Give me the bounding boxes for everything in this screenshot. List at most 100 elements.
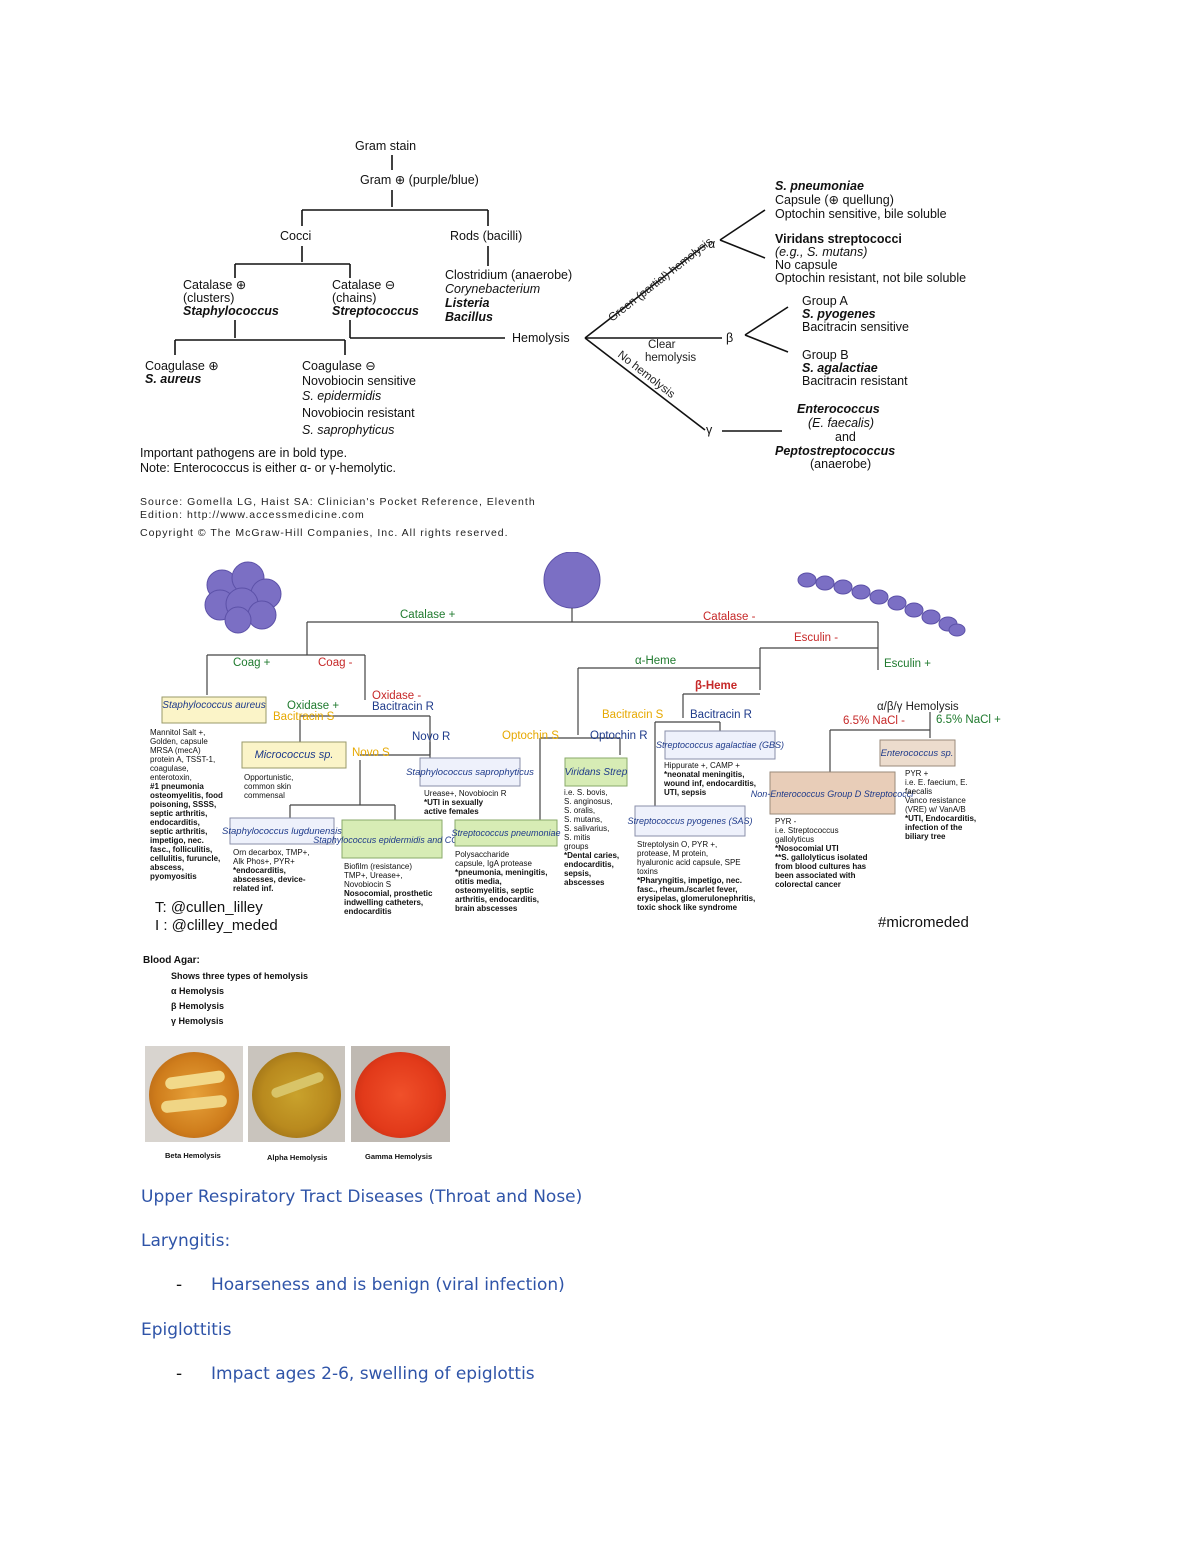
novobiocin-sensitive: Novobiocin sensitive	[302, 374, 416, 388]
pyo-note: *Pharyngitis, impetigo, nec.	[637, 876, 742, 885]
viridans-note: groups	[564, 842, 588, 851]
lug-note: Orn decarbox, TMP+,	[233, 848, 310, 857]
laryngitis-bullet: Hoarseness and is benign (viral infectio…	[211, 1275, 565, 1295]
nonentero-note: from blood cultures has	[775, 862, 867, 871]
aureus-note: septic arthritis,	[150, 809, 207, 818]
lug-notes: Orn decarbox, TMP+, Alk Phos+, PYR+ *end…	[233, 848, 310, 893]
pneu-note: arthritis, endocarditis,	[455, 895, 539, 904]
pneu-note: capsule, IgA protease	[455, 859, 532, 868]
entero-note: faecalis	[905, 787, 932, 796]
pyo-note: toxins	[637, 867, 658, 876]
entero-note: (VRE) w/ VanA/B	[905, 805, 966, 814]
optochin-s: Optochin S	[502, 730, 559, 742]
micro-note: commensal	[244, 791, 285, 800]
gamma-symbol: γ	[706, 423, 713, 437]
viridans-note: S. salivarius,	[564, 824, 609, 833]
oxidase-minus: Oxidase -	[372, 690, 421, 702]
strep-agal-label: Streptococcus agalactiae (GBS)	[656, 740, 784, 750]
strep-pneu-box	[454, 819, 558, 847]
peptostreptococcus-label: Peptostreptococcus	[775, 444, 895, 458]
e-faecalis-label: (E. faecalis)	[808, 416, 874, 430]
epi-note: Novobiocin S	[344, 880, 391, 889]
aureus-note: Golden, capsule	[150, 737, 208, 746]
gram-positive-label: Gram ⊕ (purple/blue)	[360, 173, 479, 187]
coag-plus: Coag +	[233, 657, 271, 669]
nonentero-note: **S. gallolyticus isolated	[775, 853, 868, 862]
agal-notes: Hippurate +, CAMP + *neonatal meningitis…	[663, 761, 756, 797]
aureus-note: protein A, TSST-1,	[150, 755, 215, 764]
entero-note: *UTI, Endocarditis,	[905, 814, 976, 823]
hemolysis-abg: α/β/γ Hemolysis	[877, 701, 959, 713]
epi-note: endocarditis	[344, 907, 392, 916]
pneu-note: brain abscesses	[455, 904, 518, 913]
staph-sapro-box	[419, 757, 521, 787]
blood-agar-line-3: β Hemolysis	[171, 1001, 225, 1011]
aureus-note: endocarditis,	[150, 818, 200, 827]
s-epidermidis-label: S. epidermidis	[302, 389, 381, 403]
esculin-plus: Esculin +	[884, 658, 931, 670]
agar-photos	[145, 1046, 450, 1142]
micrococcus-label: Micrococcus sp.	[255, 749, 334, 761]
pyo-note: erysipelas, glomerulonephritis,	[637, 894, 755, 903]
pyo-note: fasc., rheum./scarlet fever,	[637, 885, 738, 894]
group-b-label: Group B	[802, 348, 849, 362]
pyo-notes: Streptolysin O, PYR +, protease, M prote…	[637, 840, 755, 912]
enterococcus-box	[879, 739, 956, 767]
optochin-resistant: Optochin resistant, not bile soluble	[775, 271, 966, 285]
staph-cluster-icon	[204, 561, 282, 634]
coagulase-positive: Coagulase ⊕	[145, 359, 219, 373]
blood-agar-line-4: γ Hemolysis	[171, 1016, 224, 1026]
viridans-note: S. anginosus,	[564, 797, 612, 806]
gram-positive-id-flowchart: Catalase + Catalase - Coag + Coag - Oxid…	[150, 552, 1001, 934]
blood-agar-line-2: α Hemolysis	[171, 986, 225, 996]
agal-note: *neonatal meningitis,	[664, 770, 744, 779]
blood-agar-section: Blood Agar: Shows three types of hemolys…	[143, 955, 308, 1026]
aureus-note: Mannitol Salt +,	[150, 728, 205, 737]
lug-note: related inf.	[233, 884, 273, 893]
nonentero-note: *Nosocomial UTI	[775, 844, 839, 853]
s-pyogenes-label: S. pyogenes	[802, 307, 876, 321]
urt-heading: Upper Respiratory Tract Diseases (Throat…	[141, 1187, 583, 1207]
important-pathogens-note: Important pathogens are in bold type.	[140, 446, 347, 460]
laryngitis-dash: -	[176, 1275, 183, 1295]
nacl-positive: 6.5% NaCl +	[936, 714, 1001, 726]
viridans-note: abscesses	[564, 878, 605, 887]
beta-hemolysis-plate	[145, 1046, 243, 1142]
viridans-note: S. mutans,	[564, 815, 602, 824]
laryngitis-heading: Laryngitis:	[141, 1231, 231, 1251]
bacitracin-s-staph: Bacitracin S	[273, 711, 335, 723]
hemolysis-label: Hemolysis	[512, 331, 570, 345]
viridans-notes: i.e. S. bovis, S. anginosus, S. oralis, …	[564, 788, 619, 887]
aureus-note: MRSA (mecA)	[150, 746, 201, 755]
aureus-note: impetigo, nec.	[150, 836, 204, 845]
micro-notes: Opportunistic, common skin commensal	[244, 773, 293, 800]
epi-note: TMP+, Urease+,	[344, 871, 403, 880]
aureus-note: enterotoxin,	[150, 773, 192, 782]
entero-note: biliary tree	[905, 832, 946, 841]
strep-pyo-label: Streptococcus pyogenes (SAS)	[627, 816, 752, 826]
staph-aureus-label: Staphylococcus aureus	[162, 700, 265, 711]
staph-lug-box	[229, 817, 335, 845]
micrococcus-box	[241, 741, 347, 769]
agal-note: UTI, sepsis	[664, 788, 707, 797]
copyright-line: Copyright © The McGraw-Hill Companies, I…	[140, 527, 509, 539]
blood-agar-title: Blood Agar:	[143, 955, 200, 966]
strep-chain-icon	[797, 572, 966, 637]
instagram-handle: I : @clilley_meded	[155, 917, 278, 934]
aureus-note: fasc., folliculitis,	[150, 845, 212, 854]
coag-minus: Coag -	[318, 657, 353, 669]
viridans-box	[564, 757, 628, 787]
pneu-note: osteomyelitis, septic	[455, 886, 534, 895]
bacitracin-r-strep: Bacitracin R	[690, 709, 752, 721]
green-partial-hemolysis: Green (partial) hemolysis	[606, 236, 715, 325]
coagulase-negative: Coagulase ⊖	[302, 359, 376, 373]
epiglottitis-dash: -	[176, 1364, 183, 1384]
esculin-minus: Esculin -	[794, 632, 838, 644]
chains-label: (chains)	[332, 291, 376, 305]
staph-epi-box	[341, 819, 443, 859]
s-saprophyticus-label: S. saprophyticus	[302, 423, 394, 437]
staph-epi-label: Staphylococcus epidermidis and CONS	[313, 835, 471, 845]
micro-note: common skin	[244, 782, 291, 791]
clear-hemolysis-1: Clear	[648, 339, 676, 351]
gram-stain-flowchart: Gram stain Gram ⊕ (purple/blue) Cocci Ro…	[140, 139, 966, 539]
